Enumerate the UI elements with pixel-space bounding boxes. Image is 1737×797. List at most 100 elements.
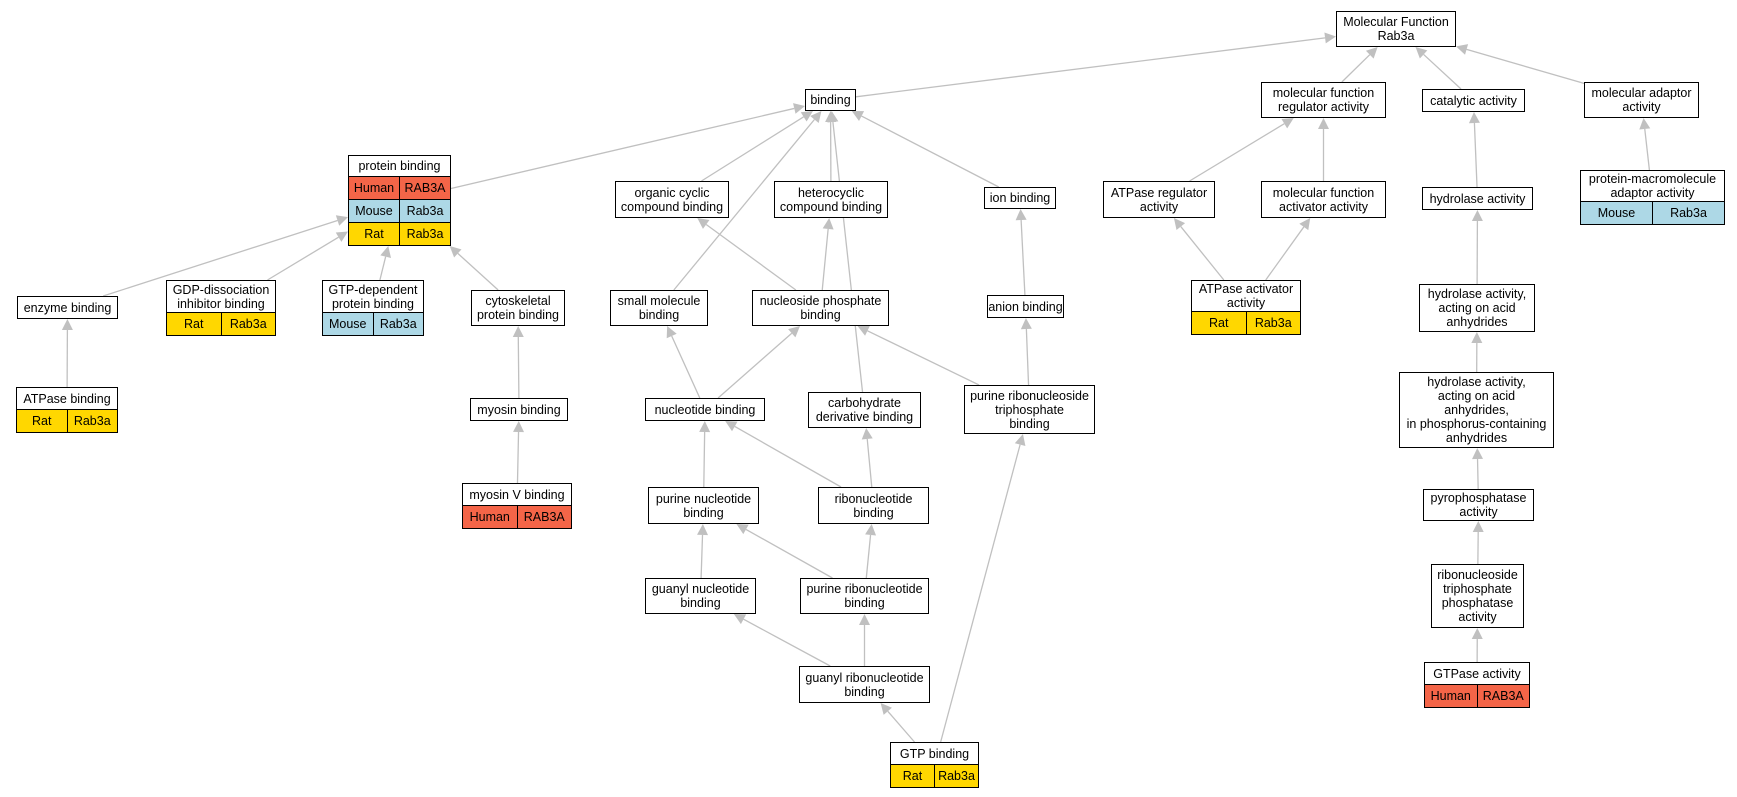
go-term-label: cytoskeletal protein binding: [471, 290, 565, 326]
arrowhead: [666, 326, 677, 339]
edge-ribonuc-to-carbo: [866, 438, 873, 488]
arrowhead: [1471, 332, 1483, 344]
gene-label: Rab3a: [372, 313, 424, 335]
arrowhead: [512, 326, 524, 338]
arrowhead: [380, 246, 391, 258]
go-term-organic[interactable]: organic cyclic compound binding: [615, 181, 729, 218]
go-term-label: hydrolase activity, acting on acid anhyd…: [1399, 372, 1554, 448]
go-term-label: GTPase activity: [1424, 662, 1530, 685]
go-term-purtri[interactable]: purine ribonucleoside triphosphate bindi…: [964, 385, 1095, 434]
edge-purtri-to-nucphos: [867, 330, 980, 386]
arrowhead: [697, 218, 710, 229]
go-term-ribonuc[interactable]: ribonucleotide binding: [818, 487, 929, 524]
go-term-nucleotide[interactable]: nucleotide binding: [645, 398, 765, 421]
arrowhead: [793, 103, 805, 114]
go-term-label: molecular function regulator activity: [1261, 82, 1386, 118]
go-term-carbo[interactable]: carbohydrate derivative binding: [808, 392, 921, 428]
go-term-atpasereg[interactable]: ATPase regulator activity: [1103, 181, 1215, 218]
go-term-label: GTP-dependent protein binding: [322, 280, 424, 313]
arrowhead: [857, 325, 870, 336]
edge-nucphos-to-heterocyclic: [821, 228, 829, 291]
go-term-enzyme[interactable]: enzyme binding: [17, 296, 118, 319]
go-term-pyro[interactable]: pyrophosphatase activity: [1423, 489, 1534, 521]
species-label: Rat: [902, 769, 923, 783]
go-term-label: ribonucleotide binding: [818, 487, 929, 524]
edge-organic-to-binding: [701, 116, 805, 182]
edge-enzyme-to-protein: [102, 219, 338, 297]
arrowhead: [335, 215, 348, 226]
edge-protein-to-binding: [450, 107, 795, 190]
go-term-label: ATPase regulator activity: [1103, 181, 1215, 218]
arrowhead: [1365, 47, 1378, 59]
go-term-label: ATPase binding: [16, 387, 118, 410]
gene-label: Rab3a: [399, 200, 450, 222]
species-label: Rat: [184, 317, 204, 331]
species-label: Human: [353, 181, 395, 195]
go-term-label: carbohydrate derivative binding: [808, 392, 921, 428]
edge-purribo-to-purnuc: [745, 528, 833, 579]
go-term-ribotri[interactable]: ribonucleoside triphosphate phosphatase …: [1431, 564, 1524, 628]
go-term-label: nucleoside phosphate binding: [752, 290, 889, 326]
go-term-purnuc[interactable]: purine nucleotide binding: [648, 487, 759, 524]
go-term-catalytic[interactable]: catalytic activity: [1422, 89, 1525, 112]
arrowhead: [1324, 32, 1336, 44]
go-term-purribo[interactable]: purine ribonucleotide binding: [800, 578, 929, 614]
species-label: Human: [1430, 689, 1471, 703]
go-term-label: enzyme binding: [17, 296, 118, 319]
species-label: Rat: [32, 414, 52, 428]
go-term-label: ATPase activator activity: [1191, 280, 1301, 312]
go-term-hydanh[interactable]: hydrolase activity, acting on acid anhyd…: [1419, 284, 1535, 332]
edge-protmacro-to-adaptor: [1644, 128, 1651, 171]
go-term-adaptor[interactable]: molecular adaptor activity: [1584, 82, 1699, 118]
go-term-binding[interactable]: binding: [805, 89, 856, 111]
go-term-hydphos[interactable]: hydrolase activity, acting on acid anhyd…: [1399, 372, 1554, 448]
arrowhead: [1014, 434, 1026, 447]
go-term-mfreg[interactable]: molecular function regulator activity: [1261, 82, 1386, 118]
go-term-label: purine nucleotide binding: [648, 487, 759, 524]
arrowhead: [1472, 521, 1484, 533]
go-term-anion[interactable]: anion binding: [987, 295, 1064, 318]
edge-guanylribo-to-guanyl: [743, 618, 831, 667]
go-term-hydrolase[interactable]: hydrolase activity: [1422, 187, 1533, 210]
go-term-ion[interactable]: ion binding: [984, 187, 1056, 209]
go-term-heterocyclic[interactable]: heterocyclic compound binding: [774, 181, 888, 218]
go-term-label: organic cyclic compound binding: [615, 181, 729, 218]
go-term-nucphos[interactable]: nucleoside phosphate binding: [752, 290, 889, 326]
go-term-label: ion binding: [984, 187, 1056, 209]
go-term-smallmol[interactable]: small molecule binding: [610, 290, 708, 326]
arrowhead: [822, 218, 834, 230]
go-term-mfact[interactable]: molecular function activator activity: [1261, 181, 1386, 218]
edge-hydrolase-to-catalytic: [1473, 122, 1478, 188]
edge-gtpdep-to-protein: [379, 256, 387, 281]
arrowhead: [1173, 218, 1186, 231]
go-term-root[interactable]: Molecular Function Rab3a: [1336, 11, 1456, 47]
gene-label: Rab3a: [1245, 312, 1301, 334]
arrowhead: [1468, 112, 1480, 124]
arrowhead: [810, 111, 822, 123]
arrowhead: [733, 614, 747, 625]
species-label: Rat: [1209, 316, 1229, 330]
go-term-label: protein binding: [348, 155, 451, 177]
arrowhead: [697, 524, 709, 536]
go-term-guanylribo[interactable]: guanyl ribonucleotide binding: [799, 666, 930, 703]
go-term-myosin[interactable]: myosin binding: [470, 398, 568, 421]
arrowhead: [827, 111, 839, 123]
gene-label: RAB3A: [1476, 685, 1530, 707]
go-term-cyto[interactable]: cytoskeletal protein binding: [471, 290, 565, 326]
go-term-label: purine ribonucleoside triphosphate bindi…: [964, 385, 1095, 434]
go-term-guanyl[interactable]: guanyl nucleotide binding: [645, 578, 756, 614]
edge-binding-to-root: [855, 37, 1326, 98]
